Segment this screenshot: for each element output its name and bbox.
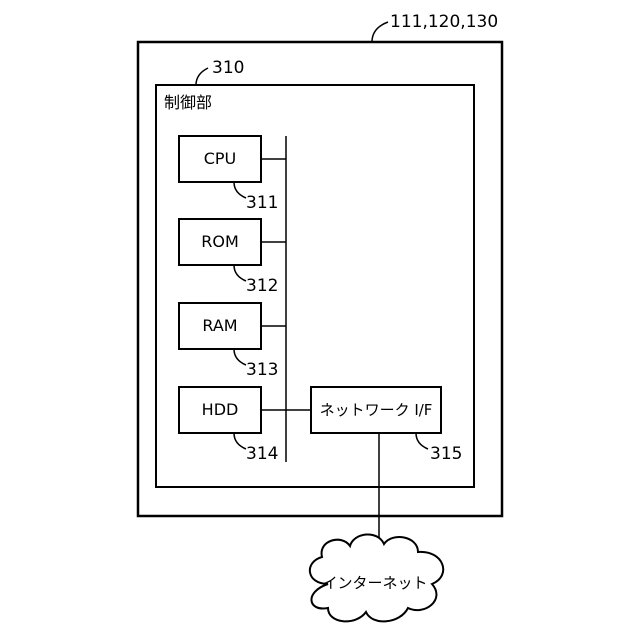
cpu-ref-leader xyxy=(234,182,246,198)
hdd-ref-leader xyxy=(234,433,246,449)
cpu-ref: 311 xyxy=(246,193,278,213)
control-unit-label: 制御部 xyxy=(164,93,212,112)
control-unit-ref: 310 xyxy=(212,58,244,78)
ram-ref: 313 xyxy=(246,360,278,380)
outer-device-leader xyxy=(372,22,388,42)
outer-device-ref: 111,120,130 xyxy=(390,12,498,32)
ram-ref-leader xyxy=(234,349,246,365)
control-unit-leader xyxy=(196,68,208,85)
network-if-ref: 315 xyxy=(430,444,462,464)
network-if-ref-leader xyxy=(416,433,428,449)
internet-label: インターネット xyxy=(322,574,427,592)
ram-label: RAM xyxy=(202,316,237,335)
hdd-label: HDD xyxy=(202,400,239,419)
hdd-ref: 314 xyxy=(246,444,278,464)
rom-ref-leader xyxy=(234,265,246,281)
cpu-label: CPU xyxy=(204,149,237,168)
rom-label: ROM xyxy=(201,232,239,251)
rom-ref: 312 xyxy=(246,276,278,296)
network-if-label: ネットワーク I/F xyxy=(320,401,433,419)
